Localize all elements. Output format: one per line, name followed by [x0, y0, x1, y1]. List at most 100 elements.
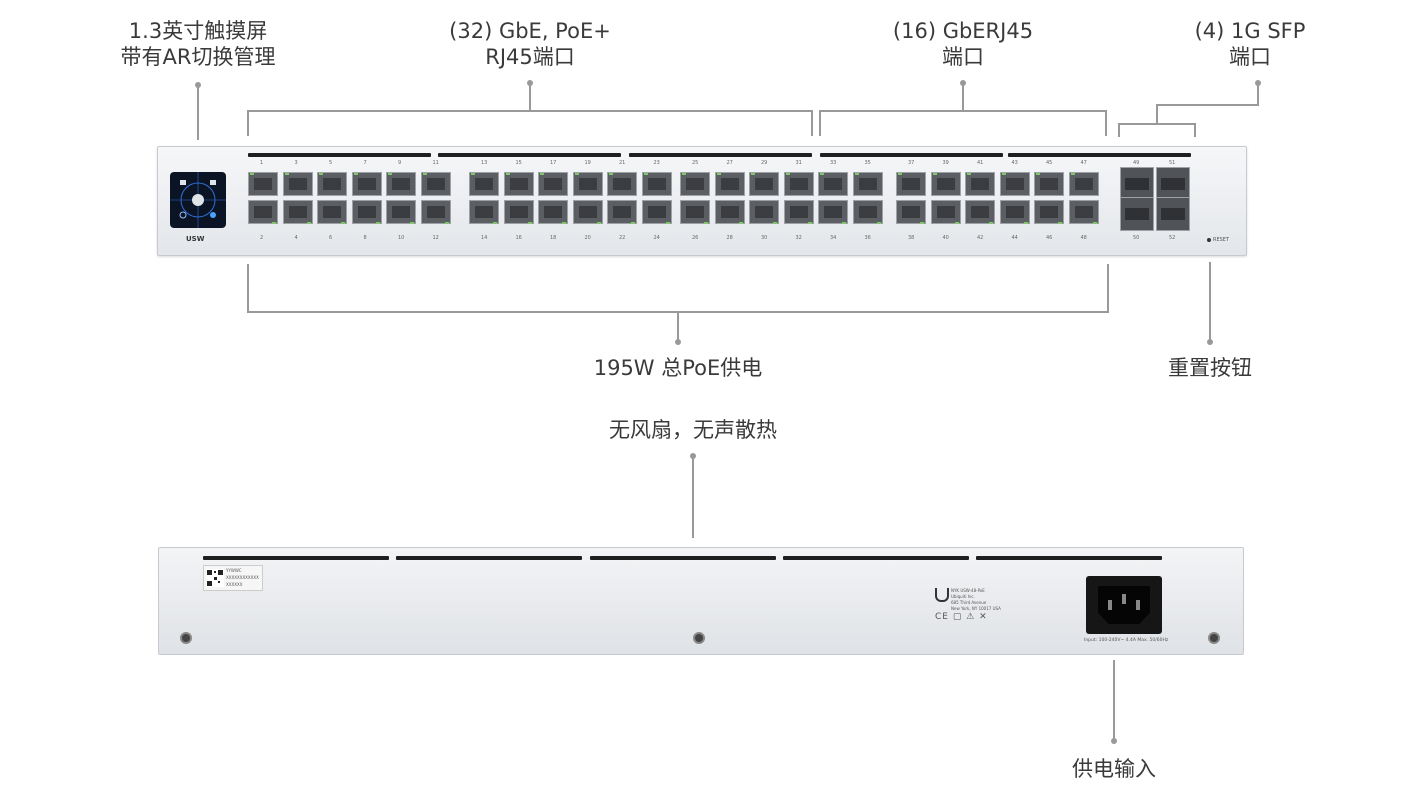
rj45-port-23[interactable]: [641, 172, 672, 196]
port-number-label: 42: [977, 235, 984, 241]
rj45-port-35[interactable]: [852, 172, 883, 196]
rj45-port-22[interactable]: [607, 200, 637, 224]
rj45-port-16[interactable]: [503, 200, 534, 224]
rj45-port-24[interactable]: [641, 200, 672, 224]
poe-budget-label: 195W 总PoE供电: [593, 356, 763, 380]
sfp-bracket-right: [1194, 123, 1196, 137]
rj45-port-4[interactable]: [282, 200, 313, 224]
rj45-port-41[interactable]: [965, 172, 995, 196]
rj45-port-36[interactable]: [852, 200, 883, 224]
port-number-label: 22: [619, 235, 626, 241]
rj45-port-11[interactable]: [420, 172, 451, 196]
rj45-port-43[interactable]: [999, 172, 1030, 196]
port-number-label: 17: [550, 160, 557, 166]
port-led: [272, 222, 276, 224]
sfp-port-51[interactable]: [1156, 167, 1190, 201]
port-number-label: 4: [294, 235, 298, 241]
port-led: [444, 222, 449, 224]
reset-leader-dot: [1207, 339, 1213, 345]
port-led: [540, 173, 544, 175]
serial-line-1: YYWWC: [226, 568, 242, 573]
port-led: [807, 222, 812, 224]
rj45-port-19[interactable]: [572, 172, 603, 196]
rj45-port-34[interactable]: [818, 200, 848, 224]
rj45-port-39[interactable]: [930, 172, 961, 196]
rj45-port-47[interactable]: [1068, 172, 1099, 196]
port-number-label: 19: [584, 160, 591, 166]
rj45-port-26[interactable]: [680, 200, 710, 224]
touchscreen-display[interactable]: [170, 172, 226, 228]
port-number-label: 16: [515, 235, 522, 241]
port-led: [527, 222, 532, 224]
port-led: [306, 222, 311, 224]
sfp-port-52[interactable]: [1156, 197, 1190, 231]
port-number-label: 44: [1011, 235, 1018, 241]
rj45-port-6[interactable]: [317, 200, 347, 224]
port-number-label: 43: [1011, 160, 1018, 166]
power-rating-text: Input: 100-240V~ 4.4A Max. 50/60Hz: [1084, 638, 1169, 643]
rj45-port-9[interactable]: [386, 172, 416, 196]
port-number-label: 25: [692, 160, 699, 166]
power-inlet[interactable]: [1086, 576, 1162, 634]
rj45-port-3[interactable]: [282, 172, 313, 196]
rj45-port-44[interactable]: [999, 200, 1030, 224]
sfp-leader-line-v2: [1156, 104, 1158, 124]
rj45-port-31[interactable]: [783, 172, 814, 196]
rj45-port-8[interactable]: [351, 200, 382, 224]
rj45-port-17[interactable]: [538, 172, 568, 196]
rj45-port-20[interactable]: [572, 200, 603, 224]
port-led: [1023, 222, 1028, 224]
rj45-port-1[interactable]: [248, 172, 278, 196]
poe-leader-dot: [675, 339, 681, 345]
rj45-port-29[interactable]: [749, 172, 779, 196]
port-number-label: 8: [363, 235, 367, 241]
port-number-label: 35: [864, 160, 871, 166]
rj45-port-32[interactable]: [783, 200, 814, 224]
port-number-label: 14: [481, 235, 488, 241]
rj45-port-13[interactable]: [469, 172, 499, 196]
sfp-leader-line-h: [1156, 104, 1259, 106]
fanless-label: 无风扇，无声散热: [609, 418, 777, 442]
touchscreen-leader-line: [197, 85, 199, 140]
rj45-port-33[interactable]: [818, 172, 848, 196]
rj45-port-25[interactable]: [680, 172, 710, 196]
rj45-port-10[interactable]: [386, 200, 416, 224]
reset-label: 重置按钮: [1168, 356, 1252, 380]
port-led: [319, 173, 323, 175]
rj45-port-18[interactable]: [538, 200, 568, 224]
rj45-port-46[interactable]: [1034, 200, 1064, 224]
rj45-port-5[interactable]: [317, 172, 347, 196]
rj45-port-12[interactable]: [420, 200, 451, 224]
rj45-port-28[interactable]: [714, 200, 745, 224]
sfp-port-50[interactable]: [1120, 197, 1154, 231]
port-number-label: 11: [432, 160, 439, 166]
gbe-poe-label-line2: RJ45端口: [485, 45, 575, 69]
rj45-port-14[interactable]: [469, 200, 499, 224]
gbe-rj45-label-line2: 端口: [942, 45, 984, 69]
gbe-rj45-label-line1: (16) GbERJ45: [892, 19, 1034, 43]
port-led: [631, 222, 635, 224]
port-number-label: 1: [260, 160, 264, 166]
rj45-port-42[interactable]: [965, 200, 995, 224]
rear-screw-middle: [693, 632, 705, 644]
gbe-poe-label: (32) GbE, PoE+ RJ45端口: [440, 18, 620, 70]
port-number-label: 28: [726, 235, 733, 241]
gbe-poe-label-line1: (32) GbE, PoE+: [449, 19, 611, 43]
rj45-port-21[interactable]: [607, 172, 637, 196]
rj45-port-48[interactable]: [1068, 200, 1099, 224]
sfp-port-49[interactable]: [1120, 167, 1154, 201]
rj45-port-7[interactable]: [351, 172, 382, 196]
rj45-port-30[interactable]: [749, 200, 779, 224]
rj45-port-45[interactable]: [1034, 172, 1064, 196]
rj45-port-15[interactable]: [503, 172, 534, 196]
port-led: [954, 222, 959, 224]
rj45-port-38[interactable]: [896, 200, 926, 224]
rj45-port-37[interactable]: [896, 172, 926, 196]
gbe-rj45-bracket-left: [819, 110, 821, 136]
reset-button[interactable]: [1207, 238, 1211, 242]
rj45-port-2[interactable]: [248, 200, 278, 224]
port-led: [1036, 173, 1040, 175]
rj45-port-40[interactable]: [930, 200, 961, 224]
rj45-port-27[interactable]: [714, 172, 745, 196]
